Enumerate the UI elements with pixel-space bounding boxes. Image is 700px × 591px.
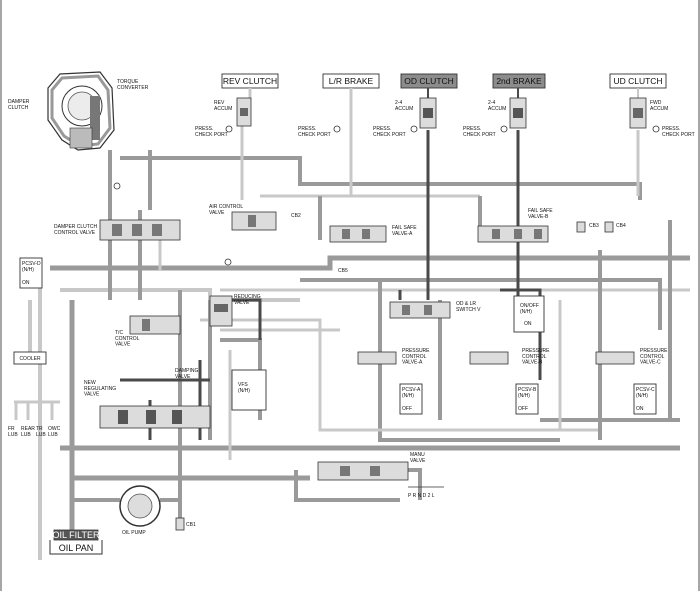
second-brake-label: 2nd BRAKE — [496, 76, 542, 86]
pcsv-d-state: ON — [22, 280, 30, 286]
oil-pump-label: OIL PUMP — [122, 530, 146, 536]
torque-converter — [47, 71, 115, 151]
press-check-port-1: PRESS.CHECK PORT — [195, 126, 228, 138]
press-check-port-3: PRESS.CHECK PORT — [373, 126, 406, 138]
damper-clutch-control-valve — [99, 219, 181, 241]
pressure-control-valve-c — [595, 351, 635, 365]
oil-filter: OIL FILTER — [52, 529, 100, 541]
lub-outlets — [14, 400, 60, 420]
cb3-valve — [576, 221, 586, 233]
cb5-label: CB5 — [338, 268, 348, 274]
oil-pan: OIL PAN — [49, 540, 103, 555]
pcsv-b-state: OFF — [518, 406, 528, 412]
od-clutch-label: OD CLUTCH — [404, 76, 454, 86]
od-lr-switch-valve — [389, 301, 451, 319]
cb4-valve — [604, 221, 614, 233]
rev-clutch-header: REV CLUTCH — [221, 73, 279, 89]
on-off-label: ON/OFF(N/H) — [520, 303, 539, 315]
oil-filter-label: OIL FILTER — [52, 530, 100, 540]
air-control-valve — [231, 211, 277, 231]
fail-safe-valve-a — [329, 225, 387, 243]
cooler-label: COOLER — [19, 356, 41, 362]
reducing-valve — [209, 295, 233, 327]
on-off-solenoid — [513, 295, 545, 333]
pcsv-b — [515, 383, 539, 415]
oil-pan-label: OIL PAN — [59, 543, 94, 553]
lr-brake-label: L/R BRAKE — [329, 76, 374, 86]
pcsv-a — [399, 383, 423, 415]
od-accumulator — [419, 97, 437, 129]
ud-clutch-label: UD CLUTCH — [613, 76, 662, 86]
fail-safe-valve-b — [477, 225, 549, 243]
cb3-label: CB3 — [589, 223, 599, 229]
manual-positions-label: P R N D 2 L — [408, 493, 435, 499]
cooler: COOLER — [13, 351, 47, 365]
pcsv-a-label: PCSV-A(N/H) — [402, 387, 421, 399]
press-check-ports — [113, 125, 660, 266]
ud-clutch-header: UD CLUTCH — [609, 73, 667, 89]
vfs-label: VFS(N/H) — [238, 382, 250, 394]
cb4-label: CB4 — [616, 223, 626, 229]
pcsv-a-state: OFF — [402, 406, 412, 412]
rev-clutch-label: REV CLUTCH — [223, 76, 277, 86]
rev-accumulator — [236, 97, 252, 127]
manual-valve — [317, 461, 444, 488]
tc-control-valve — [129, 315, 181, 335]
press-check-port-2: PRESS.CHECK PORT — [298, 126, 331, 138]
press-check-port-4: PRESS.CHECK PORT — [463, 126, 496, 138]
pcsv-b-label: PCSV-B(N/H) — [518, 387, 537, 399]
pcsv-d-label: PCSV-D(N/H) — [22, 261, 41, 273]
cb1-label: CB1 — [186, 522, 196, 528]
hydraulic-lines — [28, 88, 690, 560]
vfs-solenoid — [231, 369, 267, 411]
pcsv-c-state: ON — [636, 406, 644, 412]
cb1-valve — [175, 517, 185, 531]
second-accumulator — [509, 97, 527, 129]
pcsv-c-label: PCSV-C(N/H) — [636, 387, 655, 399]
oil-pump — [119, 485, 161, 527]
press-check-port-5: PRESS.CHECK PORT — [662, 126, 695, 138]
lr-brake-header: L/R BRAKE — [322, 73, 380, 89]
new-regulating-valve — [99, 405, 211, 429]
fwd-accumulator — [629, 97, 647, 129]
pressure-control-valve-a — [357, 351, 397, 365]
second-brake-header: 2nd BRAKE — [492, 73, 546, 89]
pcsv-c — [633, 383, 657, 415]
od-clutch-header: OD CLUTCH — [400, 73, 458, 89]
cb2-label: CB2 — [291, 213, 301, 219]
pressure-control-valve-b — [469, 351, 509, 365]
pcsv-d — [19, 257, 43, 289]
on-off-state: ON — [524, 321, 532, 327]
